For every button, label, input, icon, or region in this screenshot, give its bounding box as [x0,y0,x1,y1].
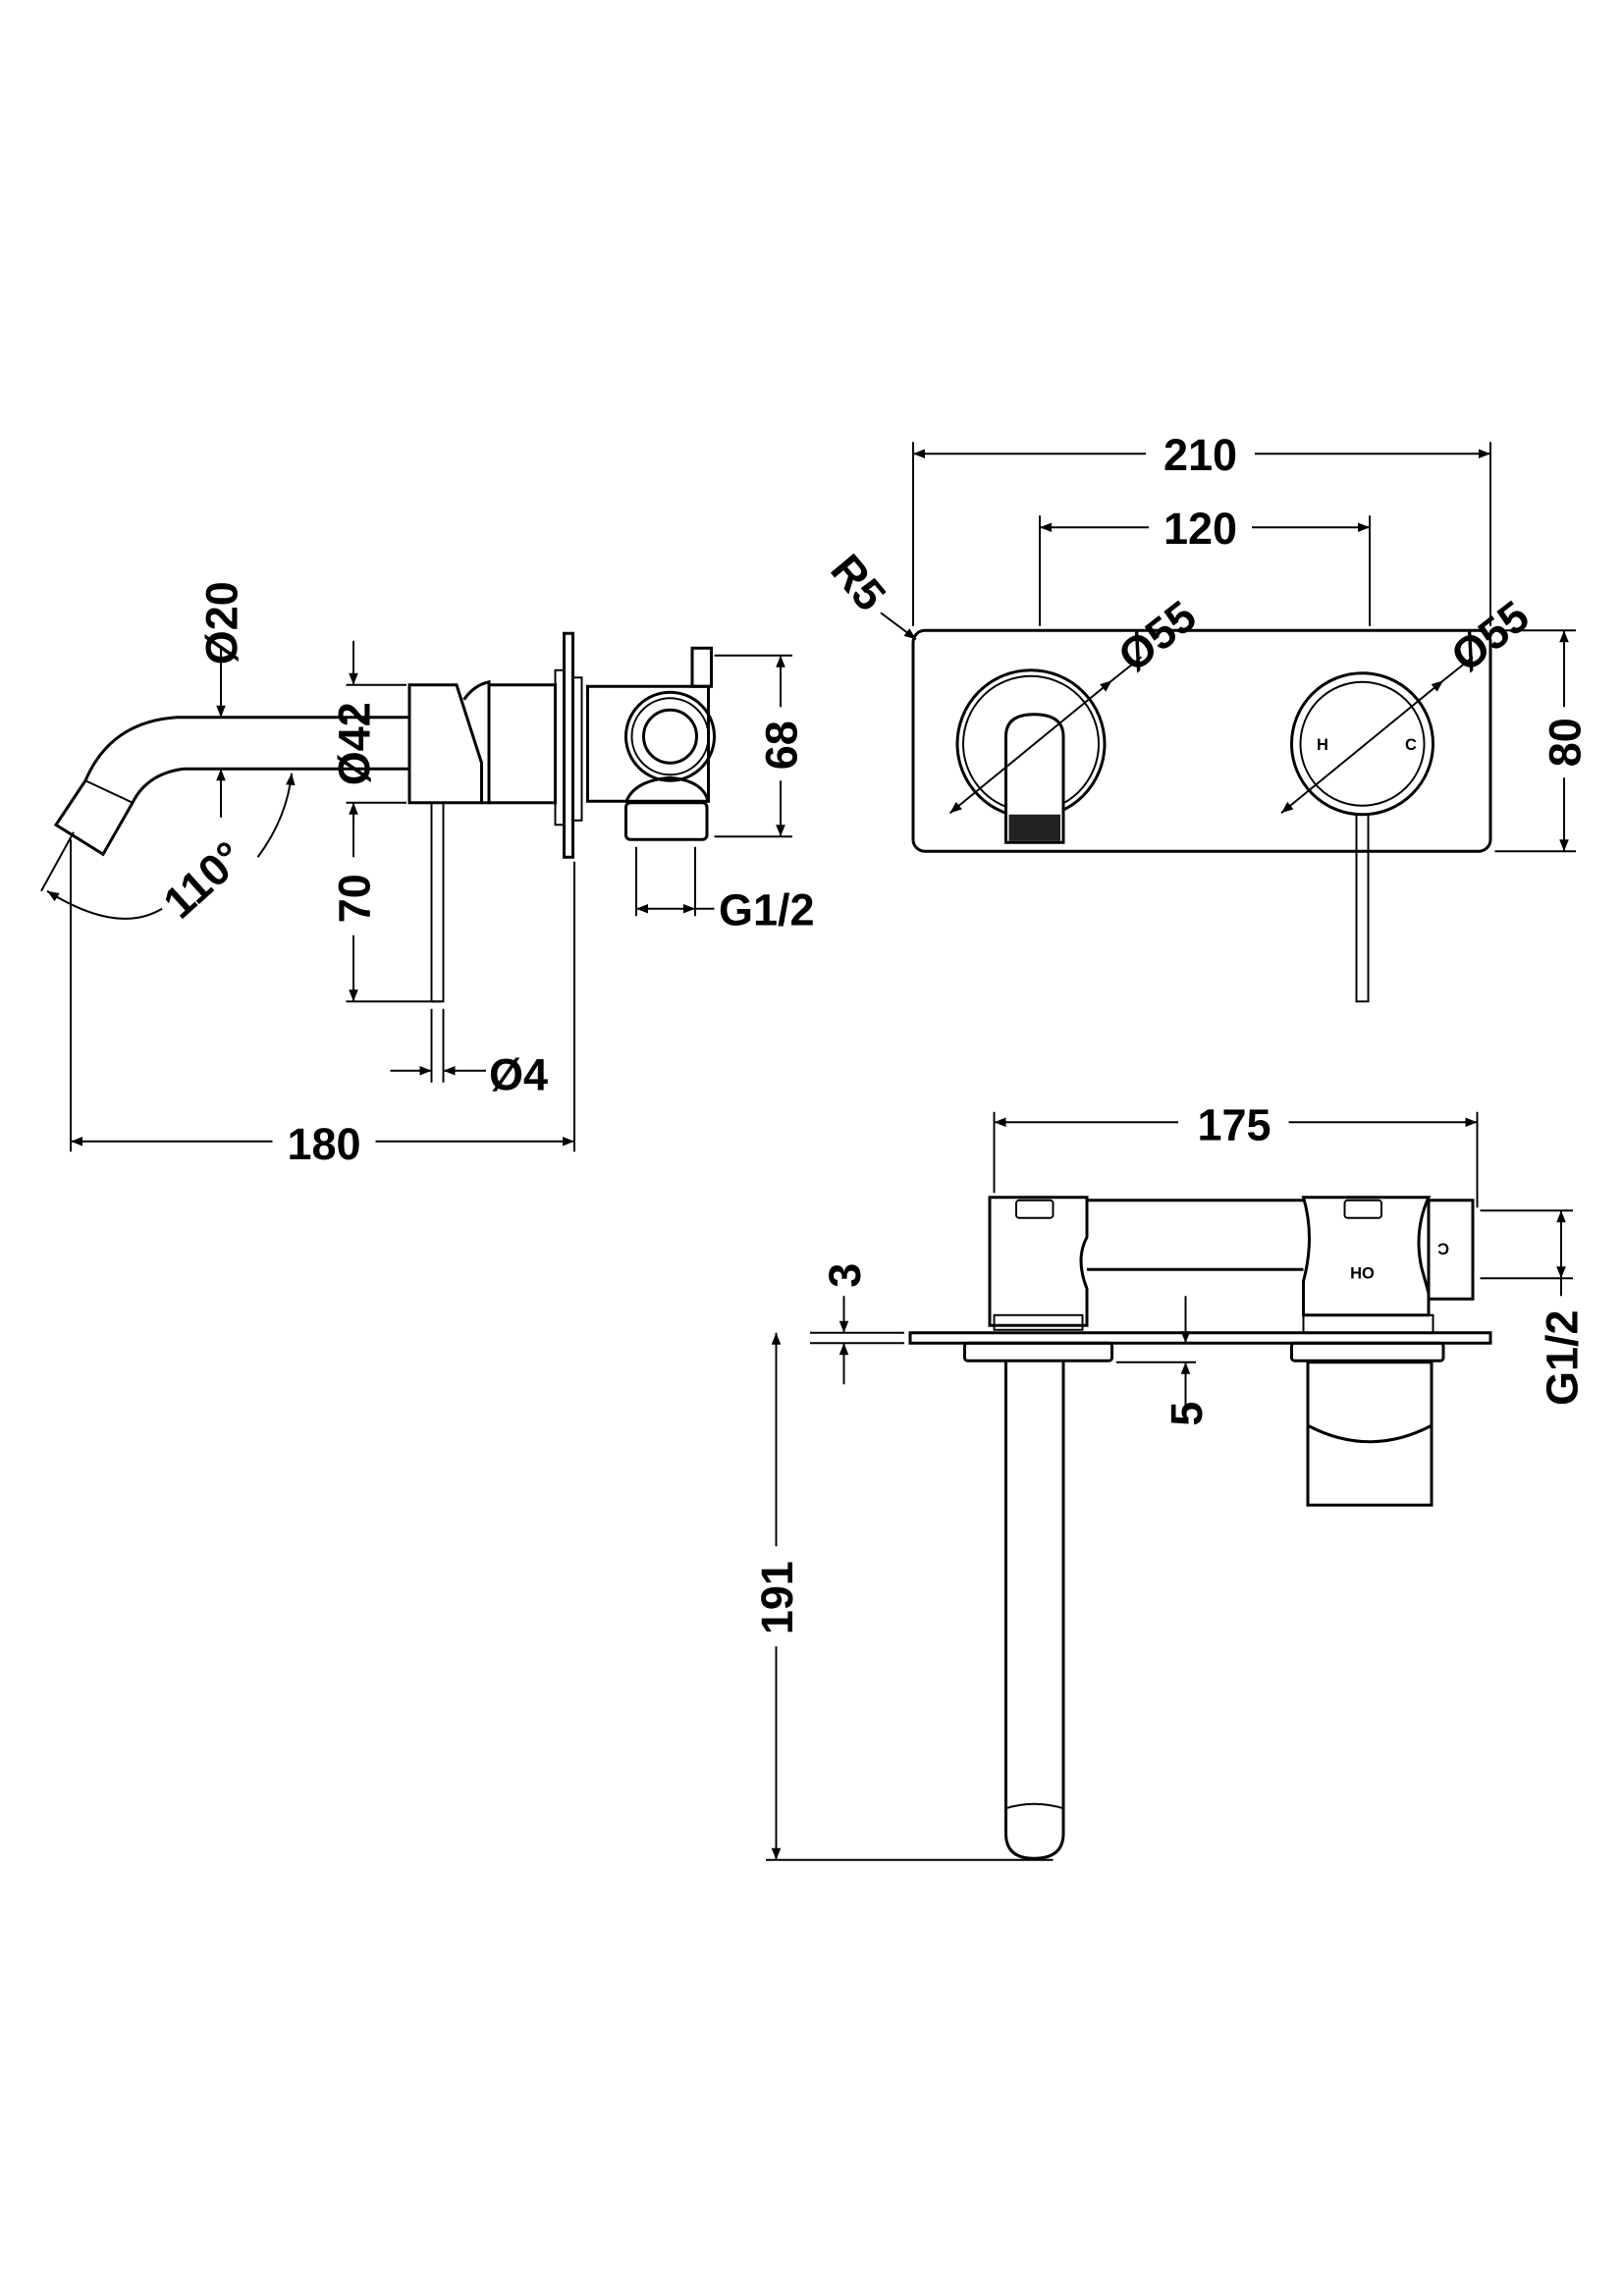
dim-flange-5: 5 [1162,1402,1212,1426]
dim-inlet-thread-side: G1/2 [719,884,815,934]
dim-depth-68: 68 [757,721,807,770]
inlet-nut [624,801,709,841]
dim-lever-70: 70 [330,874,380,923]
wall-plate [911,628,1492,853]
dim-spout-angle: 110° [153,831,252,929]
dim-drop-191: 191 [752,1561,802,1634]
dim-centres-120: 120 [1163,504,1237,554]
wall-plate-side [563,631,574,859]
valve-hub [1301,1196,1432,1317]
front-view: H C 210 120 R5 Ø55 Ø55 80 [821,430,1591,1003]
lever-side [430,801,445,1003]
cold-mark-plan: C [1437,1239,1449,1256]
dim-body-dia: Ø42 [330,702,380,785]
cold-inlet [1427,1199,1475,1301]
dim-spout-dia: Ø20 [197,581,247,665]
dim-height-80: 80 [1541,718,1591,767]
lever-front [1355,813,1370,1003]
hot-mark: H [1317,736,1328,754]
dim-radius-r5: R5 [821,545,895,620]
spout-plan [1004,1362,1065,1860]
wall-plate-plan [908,1331,1492,1345]
dim-width-210: 210 [1163,430,1237,480]
dim-handle-dia: Ø55 [1441,591,1538,682]
spout-hub [988,1196,1089,1327]
dim-inlet-thread-plan: G1/2 [1538,1309,1588,1406]
dim-plate-3: 3 [820,1263,870,1288]
dim-projection-180: 180 [287,1119,360,1169]
dim-length-175: 175 [1197,1099,1271,1149]
side-view: Ø20 Ø42 68 110° 70 G1/2 Ø4 [40,581,815,1169]
valve-cartridge [1306,1361,1434,1507]
cold-mark: C [1405,736,1417,754]
plan-view: HO C 175 3 5 G1/2 [752,1099,1588,1861]
aerator [1008,814,1060,841]
dim-lever-dia: Ø4 [489,1049,548,1099]
connecting-tube [1087,1199,1304,1271]
valve-body [407,683,483,805]
body-mark: HO [1350,1264,1375,1282]
dim-rose-dia: Ø55 [1109,591,1205,682]
inlet-port [624,690,716,782]
